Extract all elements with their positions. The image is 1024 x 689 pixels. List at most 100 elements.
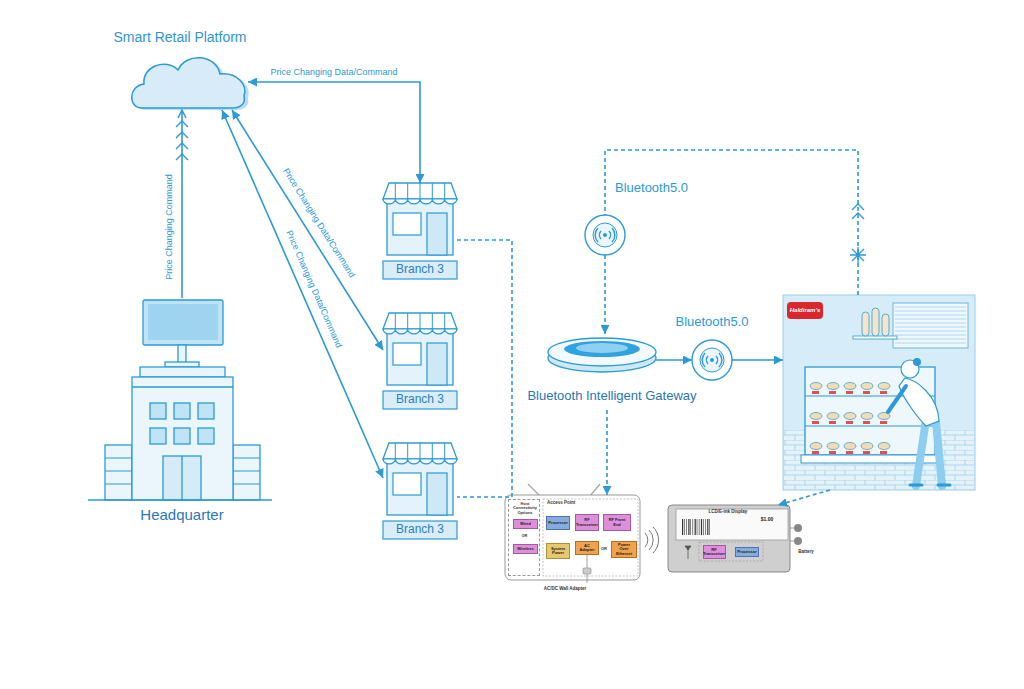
store-scene-drawing [844, 383, 856, 390]
eink-label-drawing [699, 542, 763, 561]
eink-label-drawing [703, 519, 705, 535]
eink-label-drawing [695, 519, 696, 535]
store-scene-drawing [863, 421, 870, 424]
eink-label-drawing [684, 519, 686, 535]
store-scene-drawing [895, 315, 966, 316]
eink-label-drawing [794, 524, 802, 532]
bluetooth-symbol [593, 223, 617, 247]
component-box: Power Over Ethernet [611, 541, 637, 558]
bluetooth-symbol [692, 340, 732, 380]
headquarter-drawing [143, 300, 223, 345]
store-scene: Haldiram's [783, 295, 975, 490]
branch-store: Branch 3 [383, 183, 457, 281]
store-scene-drawing [895, 307, 966, 343]
node-text: Power Over Ethernet [613, 543, 635, 556]
node-text: Processor [548, 521, 568, 525]
store-scene-drawing [888, 358, 950, 486]
store-scene-drawing [861, 443, 873, 450]
connector [604, 255, 606, 334]
headquarter-drawing [88, 456, 272, 500]
store-scene-drawing [829, 421, 836, 424]
eink-label-drawing [685, 546, 691, 559]
note-label: AC/DC Wall Adapter [544, 587, 587, 592]
gateway-device [548, 338, 656, 366]
store-scene-drawing [861, 383, 873, 390]
store-scene-drawing [812, 451, 819, 454]
headquarter-drawing [150, 403, 166, 419]
eink-label-drawing [701, 519, 702, 535]
component-box: RF Transceiver [703, 545, 726, 559]
node-text: LCD/E-ink Display [709, 510, 748, 515]
store-scene-drawing [895, 327, 966, 328]
node-text: Processor [737, 550, 757, 554]
access-point-drawing [505, 484, 640, 583]
store-scene-drawing [827, 383, 839, 390]
store-scene-drawing [895, 307, 966, 308]
store-scene-drawing [846, 391, 853, 394]
store-scene-drawing [895, 339, 966, 340]
store-scene-drawing [812, 391, 819, 394]
component-box: Processor [546, 516, 570, 530]
component-box: System Power [546, 543, 570, 559]
headquarter-drawing [165, 362, 199, 367]
component-box: Processor [735, 547, 759, 557]
store-scene-drawing [880, 391, 887, 394]
headquarter-drawing [132, 386, 233, 387]
store-scene-drawing [862, 312, 869, 336]
eink-label-drawing [698, 519, 700, 535]
wireless-waves [645, 527, 659, 553]
store-scene-drawing [812, 421, 819, 424]
store-scene-drawing [880, 451, 887, 454]
bluetooth-gateway: Bluetooth Intelligent Gateway [548, 334, 656, 410]
store-scene-drawing [910, 484, 950, 487]
store-scene-drawing [846, 451, 853, 454]
gateway-device [576, 343, 628, 353]
store-scene-drawing [844, 413, 856, 420]
store-scene-drawing [827, 413, 839, 420]
connector [232, 110, 383, 350]
node-text: Branch 3 [396, 263, 444, 276]
eink-label-drawing [709, 519, 711, 535]
bluetooth-symbol [700, 348, 724, 372]
access-point-drawing [583, 568, 591, 574]
headquarter-drawing [150, 428, 166, 444]
access-point-drawing [543, 499, 638, 576]
sensor-sparkle [850, 204, 866, 263]
store-scene-drawing [862, 308, 889, 336]
store-scene-drawing [787, 302, 823, 319]
eink-label-drawing [690, 519, 692, 535]
eink-label-drawing [794, 537, 802, 545]
store-scene-drawing [895, 331, 966, 332]
gateway-device [564, 341, 640, 357]
bluetooth-symbol [710, 358, 714, 362]
node-text: Smart Retail Platform [113, 30, 246, 45]
headquarter-drawing [198, 403, 214, 419]
connector [656, 359, 692, 361]
edge-label: Price Changing Data/Command [279, 165, 358, 281]
connector [732, 359, 783, 361]
headquarter-drawing [174, 403, 190, 419]
store-scene-drawing [893, 303, 968, 348]
edge-label: Price Changing Data/Command [268, 67, 399, 77]
store-scene-drawing [853, 336, 897, 339]
headquarter-drawing [148, 304, 218, 340]
shop-drawing [383, 183, 457, 279]
node-text: Haldiram's [790, 307, 820, 314]
bluetooth-symbol [585, 215, 625, 255]
eink-label-drawing [686, 519, 688, 535]
store-scene-drawing [810, 383, 890, 455]
headquarter-building: Headquarter [100, 298, 260, 503]
node-text: Branch 3 [396, 523, 444, 536]
branch-store: Branch 3 [383, 443, 457, 541]
node-text: $1.00 [761, 517, 774, 523]
component-box: RF Front End [603, 514, 631, 531]
eink-label-drawing [668, 505, 790, 572]
eink-label-drawing [668, 505, 802, 572]
access-point-drawing [528, 484, 600, 496]
store-scene-drawing [895, 343, 966, 344]
connector [222, 110, 383, 478]
store-scene-drawing [888, 386, 906, 412]
node-text: Wireless [517, 547, 533, 551]
